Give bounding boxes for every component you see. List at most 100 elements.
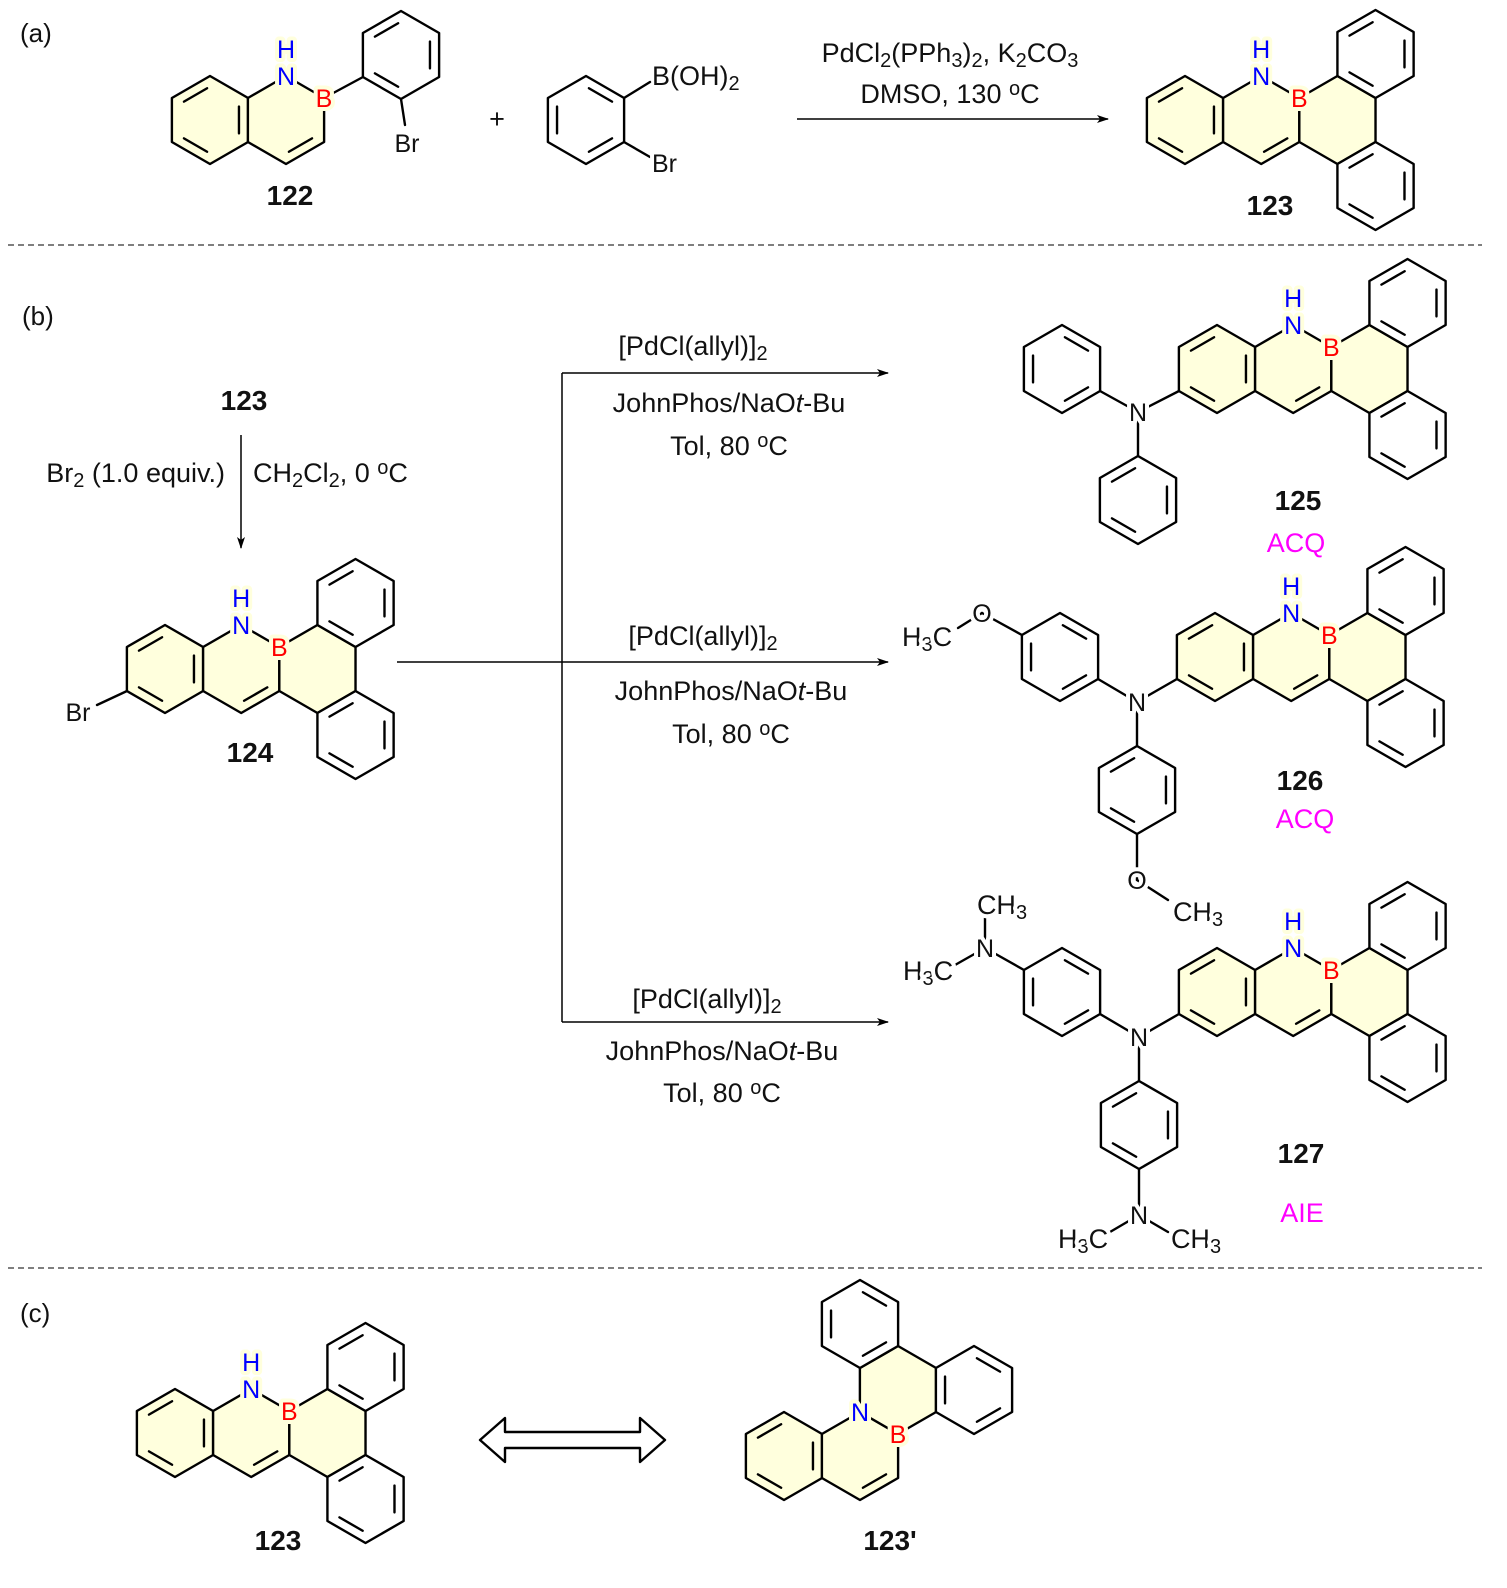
text-segment: 3 xyxy=(1077,1236,1088,1258)
single-bond xyxy=(980,611,1024,637)
double-bond-line xyxy=(338,1516,364,1532)
bromophenyl-ring xyxy=(361,9,441,101)
text-segment: 2 xyxy=(770,996,781,1018)
text-segment: 3 xyxy=(921,634,932,656)
reagents-a-line1: PdCl2(PPh3)2, K2CO3 xyxy=(822,38,1079,72)
text-segment: B(OH) xyxy=(652,61,729,91)
dimethylamino-methyl: H3C xyxy=(1058,1224,1108,1258)
text-segment: Tol, 80 xyxy=(672,719,759,749)
text-segment: CH xyxy=(1173,897,1212,927)
conditions-127: Tol, 80 oC xyxy=(663,1077,781,1108)
text-segment: 3 xyxy=(1212,909,1223,931)
compound-123-label: 123 xyxy=(1247,190,1294,221)
nitrogen-atom-label: N xyxy=(1128,689,1146,717)
double-bond-line xyxy=(587,137,614,153)
text-segment: PdCl xyxy=(822,38,881,68)
boron-atom-label: B xyxy=(1323,957,1340,985)
text-segment: C xyxy=(761,1078,781,1108)
compound-125-label: 125 xyxy=(1275,485,1322,516)
text-segment: C xyxy=(934,956,954,986)
text-segment: CH xyxy=(1171,1224,1210,1254)
fused-benzene-ring-right xyxy=(934,1344,1014,1436)
plus-sign: + xyxy=(489,104,505,134)
double-bond-line xyxy=(252,1450,279,1466)
double-bond-line xyxy=(1380,943,1406,959)
catalyst-127: [PdCl(allyl)]2 xyxy=(632,984,781,1018)
single-bond xyxy=(322,75,365,100)
text-segment: 2 xyxy=(971,50,982,72)
text-segment: H xyxy=(1058,1224,1078,1254)
double-bond-line xyxy=(1063,336,1090,352)
double-bond-line xyxy=(1063,959,1090,975)
single-bond xyxy=(956,611,984,630)
double-bond-line xyxy=(975,1357,1002,1373)
double-bond-line xyxy=(1380,402,1406,418)
benzo-ring xyxy=(125,623,205,715)
text-segment: 2 xyxy=(1016,50,1027,72)
double-bond-line xyxy=(1378,608,1404,624)
double-bond-line xyxy=(328,702,354,718)
hydrogen-atom-label: H xyxy=(1284,908,1302,936)
ring-layer xyxy=(125,8,1447,1545)
text-segment: C xyxy=(1089,1224,1109,1254)
bromine-atom-label: Br xyxy=(652,150,677,178)
text-segment: [PdCl(allyl)] xyxy=(628,621,766,651)
double-bond-line xyxy=(1157,137,1184,153)
compound-123-prime-label: 123' xyxy=(863,1525,916,1556)
double-bond-line xyxy=(1292,674,1319,690)
text-segment: 2 xyxy=(329,470,340,492)
single-bond xyxy=(622,80,652,100)
text-segment: CO xyxy=(1027,38,1068,68)
text-segment: H xyxy=(902,622,922,652)
double-bond-line xyxy=(182,87,209,103)
text-segment: JohnPhos/NaO xyxy=(606,1036,789,1066)
methoxy-methyl-upper: H3C xyxy=(902,622,952,656)
boron-atom-label: B xyxy=(281,1398,298,1426)
text-segment: o xyxy=(757,430,768,452)
compound-126-label: 126 xyxy=(1277,765,1324,796)
boron-atom-label: B xyxy=(890,1421,907,1449)
boron-atom-label: B xyxy=(1323,334,1340,362)
double-bond-line xyxy=(373,22,400,38)
compound-123-label: 123 xyxy=(221,385,268,416)
nitrogen-atom-label: N xyxy=(1284,935,1302,963)
nitrogen-atom-label: N xyxy=(232,612,250,640)
nitrogen-atom-label: N xyxy=(976,935,994,963)
double-bond-line xyxy=(1157,87,1184,103)
property-tag-127: AIE xyxy=(1280,1198,1324,1228)
text-segment: CH xyxy=(977,890,1016,920)
double-bond-line xyxy=(1348,203,1374,219)
bromination-reagent: Br2 (1.0 equiv.) xyxy=(46,458,225,492)
double-bond-line xyxy=(373,72,400,88)
text-segment: 3 xyxy=(1016,902,1027,924)
double-bond-line xyxy=(242,686,269,702)
double-bond-line xyxy=(861,1341,888,1357)
double-bond-line xyxy=(1111,1142,1138,1158)
double-bond-line xyxy=(328,620,354,636)
catalyst-125: [PdCl(allyl)]2 xyxy=(618,331,767,365)
nitrogen-atom-label: N xyxy=(1129,399,1147,427)
text-segment: C xyxy=(388,458,408,488)
double-bond-line xyxy=(1380,1075,1406,1091)
double-bond-line xyxy=(1348,21,1374,37)
phenyl-ring xyxy=(1098,454,1178,546)
oxygen-atom-label: O xyxy=(972,600,991,628)
double-bond-line xyxy=(1187,674,1214,690)
panel-label-c: (c) xyxy=(20,1298,50,1328)
double-bond-line xyxy=(1109,757,1136,773)
compound-127-label: 127 xyxy=(1278,1138,1325,1169)
text-segment: CH xyxy=(253,458,292,488)
text-segment: t xyxy=(798,676,807,706)
single-bond xyxy=(1136,389,1181,414)
compound-123-label: 123 xyxy=(255,1525,302,1556)
single-bond xyxy=(1098,389,1140,414)
single-bond xyxy=(1135,878,1170,902)
double-bond-line xyxy=(1380,270,1406,286)
double-bond-line xyxy=(1348,71,1374,87)
text-segment: ) xyxy=(962,38,971,68)
double-bond-line xyxy=(1189,336,1216,352)
double-bond-line xyxy=(1378,690,1404,706)
text-segment: t xyxy=(789,1036,798,1066)
text-segment: Tol, 80 xyxy=(670,431,757,461)
boron-atom-label: B xyxy=(316,85,333,113)
